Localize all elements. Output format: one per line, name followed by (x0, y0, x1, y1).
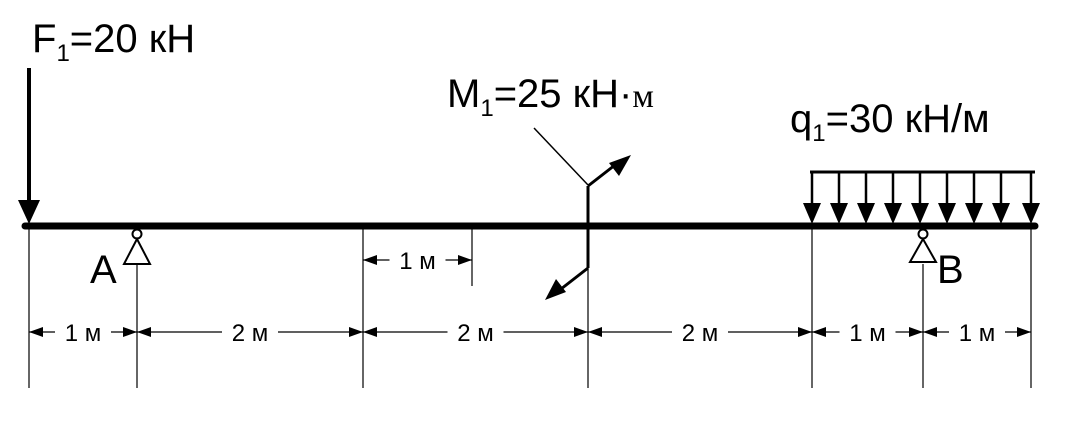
moment-label: M1=25 кН·м (447, 72, 654, 122)
moment-m1 (533, 127, 616, 291)
dimension-label: 1 м (849, 320, 886, 347)
force-label: F1=20 кН (32, 17, 195, 67)
support-b-label: B (937, 248, 964, 292)
dimension-segment: 2 м (137, 320, 363, 347)
distributed-load-arrow-icon (1022, 172, 1040, 224)
distributed-load-arrow-icon (992, 172, 1010, 224)
dimension-lines: 1 м 2 м 2 м 2 м 1 м 1 м 1 м (29, 248, 1031, 347)
moment-arrow-down-icon (545, 279, 566, 300)
dimension-label: 1 м (399, 248, 436, 275)
dimension-label: 2 м (232, 320, 269, 347)
dimension-label: 1 м (959, 320, 996, 347)
moment-arrow-up-icon (609, 155, 631, 176)
distributed-load-arrow-icon (938, 172, 956, 224)
distributed-load-arrow-icon (803, 172, 821, 224)
dimension-label: 2 м (682, 320, 719, 347)
distributed-load-q1 (803, 170, 1040, 224)
dimension-upper: 1 м (363, 248, 472, 275)
distributed-load-arrow-icon (857, 172, 875, 224)
dimension-segment: 2 м (363, 320, 588, 347)
dimension-segment: 1 м (29, 320, 137, 347)
extension-lines (28, 226, 1032, 388)
dimension-segment: 1 м (812, 320, 923, 347)
distributed-load-arrow-icon (911, 172, 929, 224)
dimension-segment: 2 м (588, 320, 812, 347)
support-b (908, 228, 938, 263)
dimension-label: 1 м (65, 320, 102, 347)
distributed-load-arrow-icon (830, 172, 848, 224)
dimension-segment: 1 м (923, 320, 1031, 347)
dimension-label: 2 м (457, 320, 494, 347)
force-f1 (18, 68, 40, 224)
distributed-load-arrow-icon (884, 172, 902, 224)
distributed-load-arrow-icon (965, 172, 983, 224)
distributed-load-label: q1=30 кН/м (790, 97, 990, 147)
support-a-label: A (90, 248, 117, 292)
support-a (122, 228, 152, 265)
